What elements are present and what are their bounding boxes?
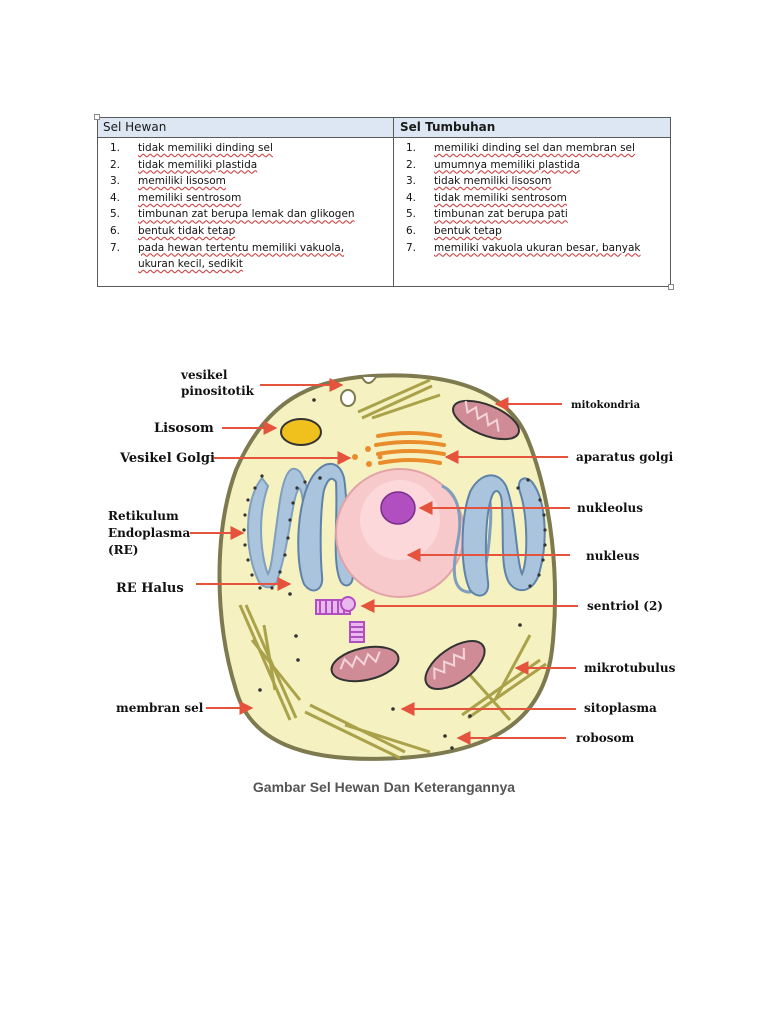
er-right	[461, 474, 546, 597]
list-number: 5.	[406, 208, 417, 221]
label-robosom: robosom	[576, 731, 634, 745]
animal-cell-list: 1. tidak memiliki dinding sel 2. tidak mem…	[110, 140, 380, 273]
label-mitokondria: mitokondria	[571, 400, 641, 411]
list-number: 2.	[406, 158, 417, 171]
list-text: tidak memiliki lisosom	[434, 175, 552, 188]
list-item: 3. memiliki lisosom	[110, 173, 380, 190]
label-re-1: Retikulum	[108, 509, 179, 523]
list-text: umumnya memiliki plastida	[434, 158, 581, 171]
label-vesikel-golgi: Vesikel Golgi	[119, 451, 215, 466]
label-sitoplasma: sitoplasma	[584, 701, 657, 715]
table-header-row	[98, 118, 670, 138]
list-item: 4. tidak memiliki sentrosom	[406, 190, 668, 207]
label-nukleus: nukleus	[586, 549, 640, 563]
nuclear-envelope-er	[441, 484, 493, 594]
ribosomes	[258, 398, 522, 750]
list-item: 7. pada hewan tertentu memiliki vakuola, …	[110, 240, 380, 273]
list-item: 7. memiliki vakuola ukuran besar, banyak	[406, 240, 668, 257]
list-number: 5.	[110, 208, 121, 221]
list-number: 3.	[110, 175, 121, 188]
list-text: tidak memiliki plastida	[138, 158, 258, 171]
list-text: memiliki dinding sel dan membran sel	[434, 142, 635, 154]
golgi-apparatus	[374, 431, 446, 465]
label-nukleolus: nukleolus	[577, 501, 643, 515]
column-divider	[393, 118, 394, 286]
list-number: 2.	[110, 158, 121, 171]
lysosome	[280, 418, 322, 446]
header-animal-cell: Sel Hewan	[103, 120, 167, 134]
mitochondrion-right	[424, 640, 486, 690]
label-arrows	[190, 378, 578, 745]
list-item: 6. bentuk tetap	[406, 223, 668, 240]
label-lisosom: Lisosom	[154, 421, 214, 436]
list-number: 7.	[406, 241, 417, 254]
mitochondrion-top	[452, 399, 520, 441]
list-number: 6.	[110, 224, 121, 237]
list-number: 4.	[110, 191, 121, 204]
nucleolus	[380, 491, 416, 525]
label-re-halus: RE Halus	[116, 581, 184, 596]
label-sentriol: sentriol (2)	[587, 599, 663, 613]
list-item: 2. umumnya memiliki plastida	[406, 157, 668, 174]
centriole-b	[349, 621, 365, 643]
comparison-table: Sel Hewan Sel Tumbuhan 1. tidak memiliki …	[97, 117, 671, 287]
label-membran-sel: membran sel	[116, 701, 204, 715]
list-text: memiliki lisosom	[138, 175, 226, 188]
list-number: 1.	[110, 142, 121, 154]
label-mikrotubulus: mikrotubulus	[584, 661, 676, 675]
mitochondrion-left	[330, 645, 400, 683]
list-number: 4.	[406, 191, 417, 204]
golgi-vesicles	[352, 446, 383, 467]
pinocytotic-vesicle-bud	[340, 389, 356, 407]
list-item: 6. bentuk tidak tetap	[110, 223, 380, 240]
list-text: bentuk tetap	[434, 224, 502, 237]
pinocytotic-vesicle	[361, 376, 377, 384]
list-number: 6.	[406, 224, 417, 237]
figure-caption: Gambar Sel Hewan Dan Keterangannya	[252, 779, 516, 795]
label-re-2: Endoplasma	[108, 526, 190, 540]
label-aparatus-golgi: aparatus golgi	[576, 450, 674, 464]
list-item: 3. tidak memiliki lisosom	[406, 173, 668, 190]
list-item: 1. memiliki dinding sel dan membran sel	[406, 140, 668, 157]
list-text: memiliki vakuola ukuran besar, banyak	[434, 241, 641, 254]
list-text: pada hewan tertentu memiliki vakuola, uk…	[138, 241, 345, 271]
list-text: memiliki sentrosom	[138, 191, 242, 204]
er-ribosomes-right	[516, 478, 547, 588]
label-vesikel-pinositotik-2: pinositotik	[181, 384, 255, 398]
list-item: 5. timbunan zat berupa pati	[406, 206, 668, 223]
plant-cell-list: 1. memiliki dinding sel dan membran sel 2…	[406, 140, 668, 256]
table-handle	[94, 114, 100, 120]
er-ribosomes-left	[242, 474, 307, 590]
table-resize-handle	[668, 284, 674, 290]
list-item: 2. tidak memiliki plastida	[110, 157, 380, 174]
label-re-3: (RE)	[108, 543, 138, 557]
label-vesikel-pinositotik-1: vesikel	[180, 368, 228, 382]
list-item: 5. timbunan zat berupa lemak dan glikogen	[110, 206, 380, 223]
centriole-ring	[340, 596, 356, 612]
list-number: 3.	[406, 175, 417, 188]
list-text: bentuk tidak tetap	[138, 224, 236, 237]
list-item: 1. tidak memiliki dinding sel	[110, 140, 380, 157]
list-number: 1.	[406, 142, 417, 154]
list-number: 7.	[110, 241, 121, 254]
list-text: tidak memiliki sentrosom	[434, 191, 567, 204]
list-text: timbunan zat berupa lemak dan glikogen	[138, 208, 355, 221]
header-plant-cell: Sel Tumbuhan	[400, 120, 496, 134]
list-text: timbunan zat berupa pati	[434, 208, 568, 221]
list-item: 4. memiliki sentrosom	[110, 190, 380, 207]
list-text: tidak memiliki dinding sel	[138, 142, 273, 154]
